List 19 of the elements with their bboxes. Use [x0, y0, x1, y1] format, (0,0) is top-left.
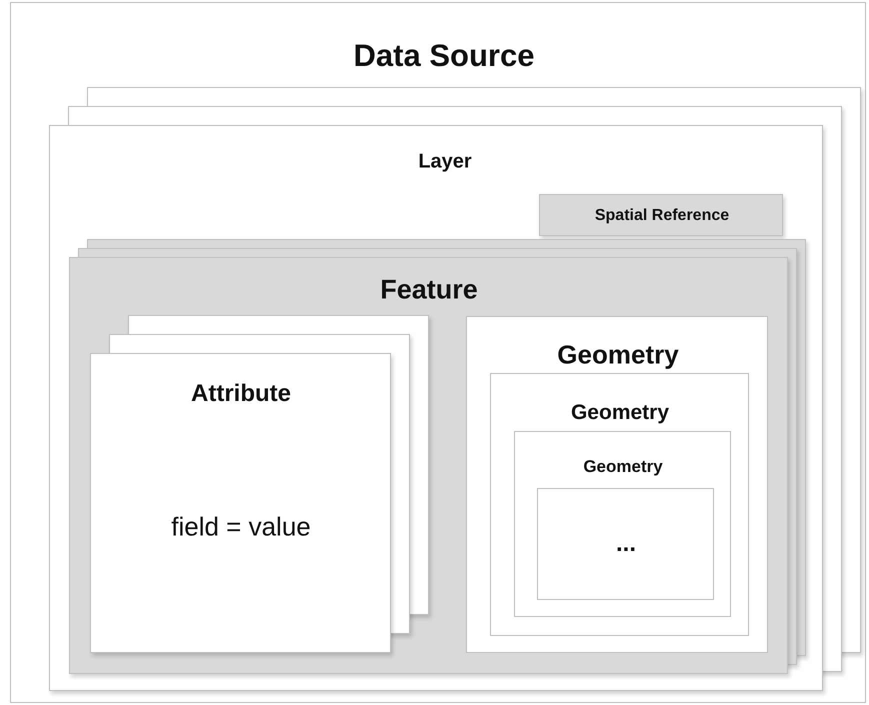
field-value-text: field = value: [171, 512, 311, 542]
panel-heading: Feature: [380, 274, 478, 306]
box-heading: Geometry: [570, 401, 670, 425]
attribute-card: [90, 353, 391, 653]
box-heading: Geometry: [583, 457, 663, 477]
geometry-box: [490, 373, 749, 636]
card-heading: Attribute: [191, 380, 291, 408]
geometry-box: [466, 316, 768, 653]
geometry-box: [514, 431, 731, 617]
box-heading: Geometry: [557, 340, 679, 370]
layer-panel: [49, 125, 823, 691]
panel-heading: Layer: [418, 150, 472, 174]
ellipsis-box: [537, 488, 714, 600]
feature-panel: [69, 257, 788, 674]
box-label: Spatial Reference: [594, 207, 730, 225]
frame-heading: Data Source: [354, 38, 534, 74]
spatial-reference-box: [539, 194, 783, 236]
ellipsis-text: ...: [616, 530, 636, 558]
data-source-frame: [10, 2, 866, 703]
